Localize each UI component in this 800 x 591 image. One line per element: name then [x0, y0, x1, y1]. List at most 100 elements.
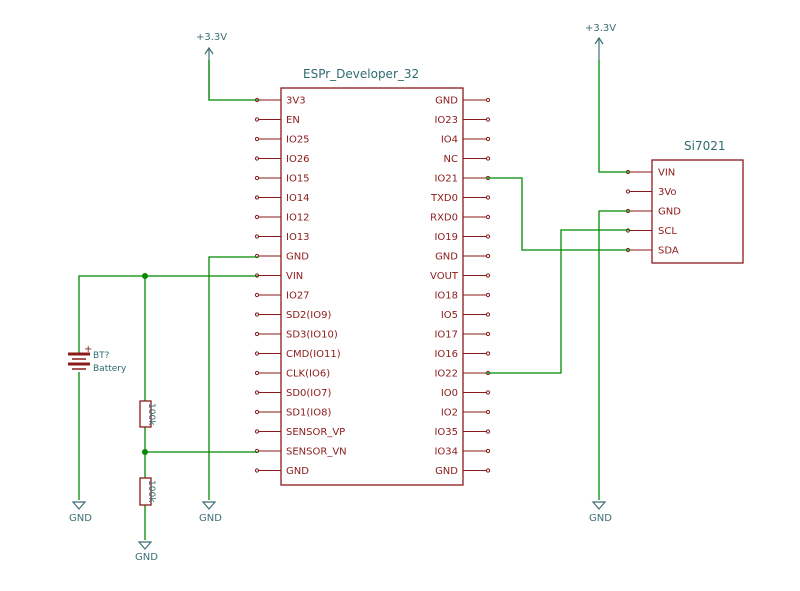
- esp32-pin-label: EN: [286, 115, 300, 126]
- esp32-pin-label: IO34: [434, 447, 458, 458]
- esp32-pin-left: SD2(IO9): [254, 310, 331, 321]
- power-3v3-right-label: +3.3V: [585, 23, 616, 34]
- esp32-pin-right: IO2: [441, 408, 491, 419]
- esp32-pin-label: IO19: [434, 232, 458, 243]
- esp32-pin-label: SD0(IO7): [286, 388, 331, 399]
- resistor-2: 100k: [139, 477, 156, 506]
- esp32-pin-label: IO2: [441, 408, 458, 419]
- battery-ref: BT?: [93, 351, 110, 361]
- esp32-pin-left: EN: [254, 115, 300, 126]
- si7021-pin-label: SDA: [658, 246, 679, 257]
- esp32-pin-right: IO17: [434, 330, 491, 341]
- battery-value: Battery: [93, 364, 127, 374]
- esp32-pin-right: IO4: [441, 135, 491, 146]
- resistor-1: 100k: [139, 400, 156, 428]
- esp32-pin-label: SENSOR_VN: [286, 447, 347, 458]
- gnd-battery: GND: [69, 501, 92, 524]
- si7021-pin-label: 3Vo: [658, 187, 677, 198]
- gnd-divider: GND: [135, 541, 158, 563]
- esp32-pin-left: VIN: [254, 271, 303, 282]
- esp32-pin-label: IO5: [441, 310, 458, 321]
- esp32-pin-left: CMD(IO11): [254, 349, 341, 360]
- esp32-pin-label: IO27: [286, 291, 310, 302]
- esp32-pin-label: GND: [286, 466, 309, 477]
- esp32-pin-right: GND: [435, 96, 491, 107]
- junction-vin: [142, 273, 148, 279]
- esp32-pin-left: GND: [254, 466, 309, 477]
- esp32-pin-right: IO21: [434, 174, 491, 185]
- esp32-body: [280, 87, 464, 486]
- esp32-pin-label: NC: [444, 154, 458, 165]
- esp32-pin-label: IO13: [286, 232, 310, 243]
- power-3v3-right: +3.3V: [585, 23, 616, 60]
- esp32-pin-label: IO16: [434, 349, 458, 360]
- si7021-pin-label: SCL: [658, 226, 677, 237]
- esp32-right-pins: GNDIO23IO4NCIO21TXD0RXD0IO19GNDVOUTIO18I…: [430, 96, 491, 477]
- esp32-pin-left: IO25: [254, 135, 310, 146]
- esp32-pin-label: VIN: [286, 271, 303, 282]
- gnd-battery-label: GND: [69, 513, 92, 524]
- esp32-pin-label: CLK(IO6): [286, 369, 330, 380]
- power-3v3-left: +3.3V: [196, 32, 227, 100]
- esp32-pin-label: SENSOR_VP: [286, 427, 345, 438]
- esp32-pin-label: VOUT: [430, 271, 459, 282]
- esp32-pin-right: IO35: [434, 427, 491, 438]
- esp32-pin-label: SD2(IO9): [286, 310, 331, 321]
- esp32-pin-label: IO0: [441, 388, 458, 399]
- esp32-pin-label: SD3(IO10): [286, 330, 338, 341]
- si7021-pin: VIN: [625, 168, 675, 179]
- si7021-pin: 3Vo: [625, 187, 677, 198]
- esp32-pin-label: RXD0: [430, 213, 458, 224]
- svg-text:+: +: [84, 344, 92, 355]
- esp32-pin-right: IO0: [441, 388, 491, 399]
- esp32-pin-label: SD1(IO8): [286, 408, 331, 419]
- esp32-pin-left: GND: [254, 252, 309, 263]
- gnd-sensor: GND: [589, 501, 612, 524]
- esp32-pin-left: SD0(IO7): [254, 388, 331, 399]
- esp32-pin-label: IO25: [286, 135, 310, 146]
- esp32-pin-right: IO19: [434, 232, 491, 243]
- esp32-pin-label: IO15: [286, 174, 310, 185]
- resistor-2-value: 100k: [146, 480, 156, 503]
- battery-symbol: + BT? Battery: [68, 344, 127, 374]
- esp32-pin-label: IO26: [286, 154, 310, 165]
- esp32-pin-label: IO21: [434, 174, 458, 185]
- wires: [78, 60, 630, 540]
- esp32-pin-right: IO23: [434, 115, 491, 126]
- esp32-pin-label: IO23: [434, 115, 458, 126]
- esp32-pin-right: IO18: [434, 291, 491, 302]
- esp32-pin-label: IO14: [286, 193, 310, 204]
- esp32-pin-right: NC: [444, 154, 491, 165]
- esp32-pin-label: IO4: [441, 135, 458, 146]
- resistor-1-value: 100k: [146, 403, 156, 426]
- esp32-pin-left: SD1(IO8): [254, 408, 331, 419]
- esp32-pin-label: IO18: [434, 291, 458, 302]
- junction-divider: [142, 449, 148, 455]
- power-3v3-left-label: +3.3V: [196, 32, 227, 43]
- esp32-pin-label: 3V3: [286, 96, 306, 107]
- gnd-divider-label: GND: [135, 552, 158, 563]
- esp32-pin-left: SENSOR_VP: [254, 427, 345, 438]
- esp32-pin-right: IO34: [434, 447, 491, 458]
- esp32-pin-right: GND: [435, 252, 491, 263]
- si7021-title: Si7021: [684, 139, 726, 153]
- gnd-sensor-label: GND: [589, 513, 612, 524]
- esp32-pin-left: IO14: [254, 193, 310, 204]
- esp32-pin-left: SD3(IO10): [254, 330, 338, 341]
- esp32-pin-label: GND: [286, 252, 309, 263]
- esp32-pin-left: CLK(IO6): [254, 369, 330, 380]
- esp32-pin-right: IO5: [441, 310, 491, 321]
- esp32-pin-right: VOUT: [430, 271, 491, 282]
- esp32-pin-label: TXD0: [430, 193, 458, 204]
- esp32-pin-label: GND: [435, 252, 458, 263]
- esp32-pin-left: IO26: [254, 154, 310, 165]
- esp32-pin-left: SENSOR_VN: [254, 447, 347, 458]
- esp32-pin-label: IO12: [286, 213, 310, 224]
- esp32-pin-label: IO35: [434, 427, 458, 438]
- si7021-pin-label: VIN: [658, 168, 675, 179]
- esp32-pin-label: GND: [435, 96, 458, 107]
- esp32-title: ESPr_Developer_32: [303, 67, 419, 81]
- esp32-pin-label: CMD(IO11): [286, 349, 341, 360]
